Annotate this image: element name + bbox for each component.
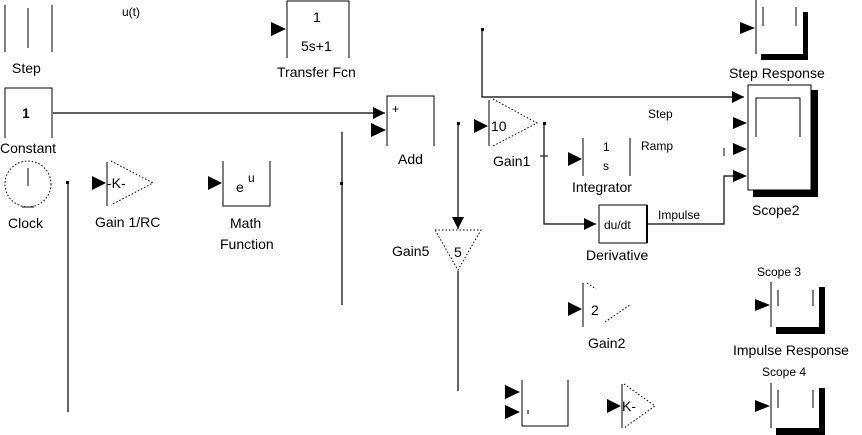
gain-rc-value: -K-: [107, 175, 126, 191]
gain5-value: 5: [454, 244, 462, 260]
scope3-label: Scope 3: [757, 265, 801, 279]
gain1-label: Gain1: [493, 153, 531, 169]
u-t-label: u(t): [122, 5, 140, 19]
scope2-block[interactable]: [733, 84, 818, 197]
input-port-icon: [271, 22, 286, 36]
impulse-response-label: Impulse Response: [733, 342, 849, 358]
transfer-fcn-numerator: 1: [313, 9, 321, 25]
math-function-block[interactable]: [208, 161, 271, 207]
input-port-icon: [474, 119, 488, 133]
input-port-icon: [755, 299, 770, 311]
signal-label-impulse: Impulse: [658, 208, 700, 222]
bottom-sum-block[interactable]: [505, 380, 569, 427]
input-port-icon: [733, 170, 747, 182]
constant-value: 1: [22, 105, 30, 121]
input-port-icon: [733, 143, 747, 155]
derivative-block[interactable]: [598, 204, 648, 244]
gain-rc-label: Gain 1/RC: [95, 214, 160, 230]
input-port-icon: [607, 399, 621, 413]
step-response-scope[interactable]: [740, 0, 808, 60]
wire-step-to-scope2: [481, 30, 744, 103]
math-function-label-line2: Function: [220, 236, 274, 252]
gain-k-value: K-: [622, 398, 636, 414]
integrator-numerator: 1: [603, 140, 610, 154]
constant-block[interactable]: [4, 87, 53, 138]
signal-label-ramp: Ramp: [641, 139, 673, 153]
math-function-label-line1: Math: [230, 215, 261, 231]
input-port-icon: [568, 152, 582, 166]
gain-rc-block[interactable]: [92, 160, 155, 206]
gain1-block[interactable]: [474, 98, 539, 147]
derivative-label: Derivative: [586, 247, 648, 263]
input-port-icon: [755, 400, 770, 412]
clock-block[interactable]: [4, 160, 52, 208]
wire-junction-dot: [457, 122, 460, 125]
input-port-icon: [208, 176, 222, 190]
step-response-label: Step Response: [729, 65, 825, 81]
input-port-icon: [505, 385, 520, 399]
gain1-value: 10: [491, 118, 507, 134]
input-port-icon: [371, 123, 386, 137]
wire-to-derivative: [543, 124, 596, 230]
transfer-fcn-label: Transfer Fcn: [277, 64, 356, 80]
constant-label: Constant: [0, 140, 56, 156]
integrator-block[interactable]: [568, 138, 631, 176]
transfer-fcn-denominator: 5s+1: [301, 38, 332, 54]
gain2-label: Gain2: [588, 335, 626, 351]
add-label: Add: [398, 151, 423, 167]
input-port-icon: [740, 22, 755, 34]
wire-junction-dot: [481, 28, 484, 31]
gain2-block[interactable]: [568, 282, 631, 327]
scope3-block[interactable]: [755, 282, 825, 334]
integrator-label: Integrator: [572, 179, 632, 195]
add-sign: +: [392, 102, 399, 116]
step-block-label: Step: [12, 60, 41, 76]
scope4-block[interactable]: [755, 383, 825, 435]
signal-label-step: Step: [648, 107, 673, 121]
scope2-label: Scope2: [752, 202, 800, 218]
input-port-icon: [733, 117, 747, 129]
derivative-value: du/dt: [604, 218, 631, 232]
transfer-fcn-block[interactable]: [271, 0, 350, 58]
gain-k-block[interactable]: [607, 383, 656, 429]
wire-junction-dot: [66, 181, 69, 184]
clock-label: Clock: [8, 215, 44, 231]
add-block[interactable]: [371, 95, 435, 146]
gain2-value: 2: [591, 302, 599, 318]
input-port-icon: [505, 405, 520, 419]
scope4-label: Scope 4: [762, 365, 806, 379]
wire-junction-dot: [543, 122, 546, 125]
gain5-label: Gain5: [392, 243, 430, 259]
math-function-exponent: u: [248, 171, 255, 185]
integrator-denominator: s: [603, 159, 609, 173]
step-block[interactable]: [4, 5, 53, 52]
wire-junction-dot: [340, 182, 343, 185]
math-function-base: e: [236, 179, 244, 195]
input-port-icon: [568, 302, 582, 316]
input-port-icon: [92, 176, 106, 190]
